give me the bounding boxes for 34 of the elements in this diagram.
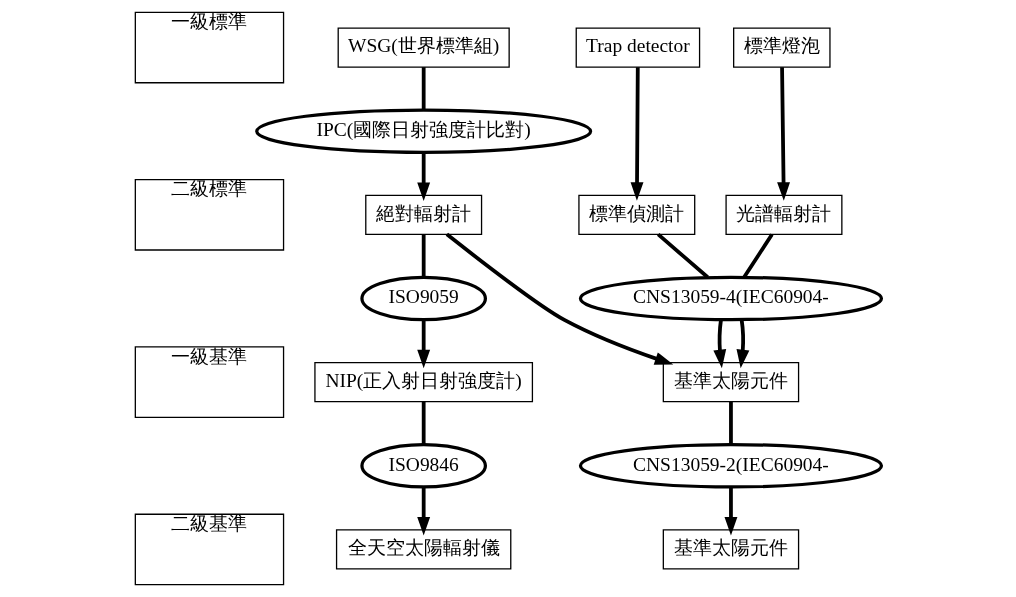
node-box: 標準燈泡 <box>732 27 831 68</box>
node-box: 絕對輻射計 <box>364 194 482 235</box>
node-box: 一級標準 <box>134 11 284 84</box>
node-box: NIP(正入射日射強度計) <box>313 362 533 403</box>
node-box: 二級標準 <box>134 179 284 251</box>
arrow <box>776 67 790 201</box>
arrow <box>445 232 673 365</box>
arrow <box>416 152 430 201</box>
arrow <box>712 319 726 369</box>
node-ellipse: ISO9846 <box>359 442 487 489</box>
arrow <box>416 487 430 536</box>
connector <box>421 234 426 277</box>
connector <box>728 401 733 445</box>
node-box: 光譜輻射計 <box>724 194 842 235</box>
arrow <box>736 319 749 369</box>
arrow <box>630 67 643 201</box>
node-box: 基準太陽元件 <box>662 529 799 570</box>
node-ellipse: CNS13059-2(IEC60904- <box>578 442 883 489</box>
connector <box>421 67 426 110</box>
arrow <box>724 487 737 536</box>
connector <box>421 401 426 445</box>
node-box: 一級基準 <box>134 346 284 418</box>
node-ellipse: ISO9059 <box>359 275 487 322</box>
node-box: 基準太陽元件 <box>662 362 799 403</box>
node-box: Trap detector <box>575 27 700 68</box>
arrow <box>416 320 430 369</box>
node-box: 二級基準 <box>134 513 284 586</box>
node-box: 標準偵測計 <box>577 194 695 235</box>
connector <box>656 233 709 279</box>
node-ellipse: IPC(國際日射強度計比對) <box>254 108 592 155</box>
node-box: 全天空太陽輻射儀 <box>335 529 511 570</box>
connector <box>742 233 774 279</box>
node-box: WSG(世界標準組) <box>337 27 510 68</box>
node-ellipse: CNS13059-4(IEC60904- <box>578 275 883 322</box>
